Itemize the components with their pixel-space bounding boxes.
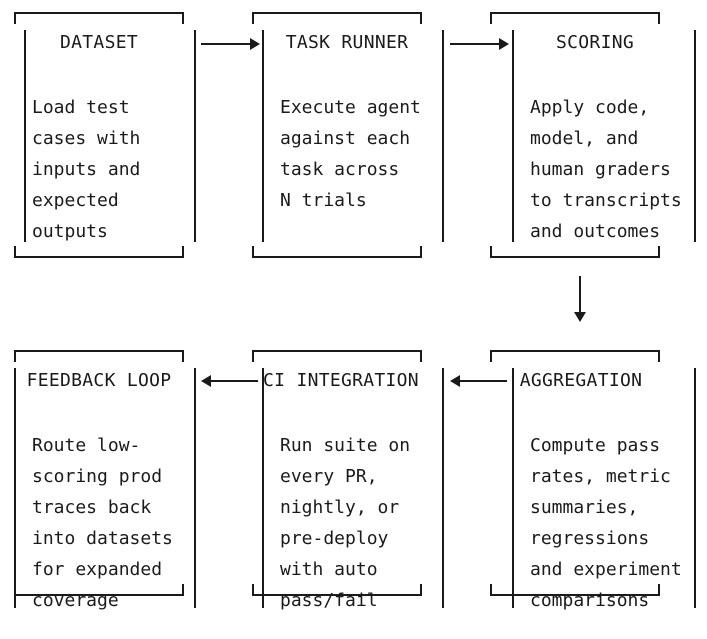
scoring-title: SCORING [556,32,634,53]
aggregation-box: AGGREGATION Compute pass rates, metric s… [490,350,682,611]
feedback-loop-frame-bottom [14,584,184,596]
ci-integration-inner-right-bar [442,368,444,608]
arrow-ci-to-feedback-head-icon [201,375,211,387]
aggregation-frame-top [490,350,660,362]
task-runner-inner-right-bar [442,30,444,242]
arrow-task-runner-to-scoring [450,43,500,45]
scoring-inner-left-bar [512,30,514,242]
task-runner-inner-left-bar [262,30,264,242]
aggregation-title: AGGREGATION [519,370,643,391]
scoring-inner-right-bar [694,30,696,242]
arrow-aggregation-to-ci-integration [459,380,507,382]
arrow-scoring-to-aggregation-head-icon [574,312,586,322]
aggregation-inner-right-bar [694,368,696,608]
feedback-loop-title: FEEDBACK LOOP [26,370,172,391]
feedback-loop-inner-right-bar [194,368,196,608]
feedback-loop-inner-left-bar [14,368,16,608]
dataset-inner-left-bar [24,30,26,242]
ci-integration-frame-top [252,350,422,362]
arrow-dataset-to-task-runner-head-icon [250,38,260,50]
scoring-frame-bottom [490,246,660,258]
dataset-frame-top [14,12,184,24]
ci-integration-title: CI INTEGRATION [263,370,419,391]
dataset-body: Load test cases with inputs and expected… [32,97,141,242]
aggregation-inner-left-bar [512,368,514,608]
ci-integration-frame-bottom [252,584,422,596]
arrow-dataset-to-task-runner [201,43,251,45]
ci-integration-inner-left-bar [262,368,264,608]
ci-integration-body: Run suite on every PR, nightly, or pre-d… [280,435,411,611]
task-runner-title: TASK RUNNER [285,32,409,53]
aggregation-frame-bottom [490,584,660,596]
scoring-frame-top [490,12,660,24]
ci-integration-box: CI INTEGRATION Run suite on every PR, ni… [252,350,422,611]
task-runner-box: TASK RUNNER Execute agent against each t… [252,12,422,258]
arrow-scoring-to-aggregation [579,276,581,312]
dataset-box: DATASET Load test cases with inputs and … [14,12,184,258]
arrow-aggregation-to-ci-head-icon [450,375,460,387]
arrow-ci-integration-to-feedback-loop [210,380,258,382]
dataset-inner-right-bar [194,30,196,242]
dataset-frame-bottom [14,246,184,258]
task-runner-body: Execute agent against each task across N… [280,97,421,211]
feedback-loop-box: FEEDBACK LOOP Route low- scoring prod tr… [14,350,184,611]
dataset-title: DATASET [60,32,138,53]
scoring-box: SCORING Apply code, model, and human gra… [490,12,682,258]
scoring-body: Apply code, model, and human graders to … [530,97,682,242]
task-runner-frame-top [252,12,422,24]
arrow-task-runner-to-scoring-head-icon [499,38,509,50]
feedback-loop-frame-top [14,350,184,362]
task-runner-frame-bottom [252,246,422,258]
